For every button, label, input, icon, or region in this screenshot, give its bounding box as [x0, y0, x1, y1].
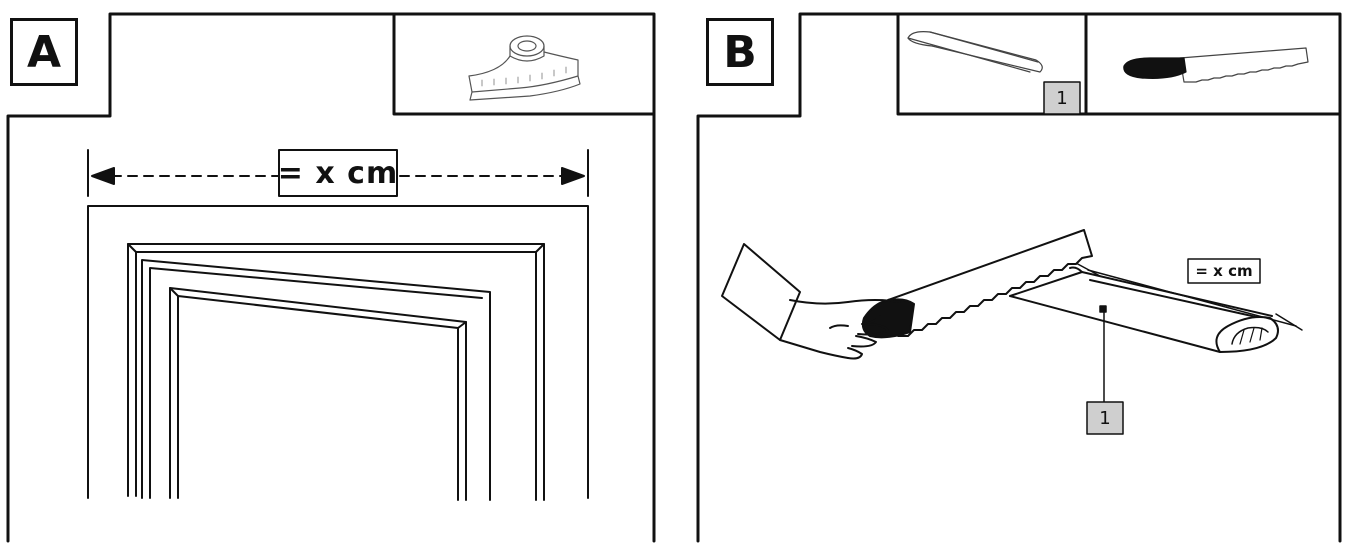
dimension-arrow-b — [1073, 258, 1303, 331]
main-part-tag — [1086, 401, 1124, 435]
inset-part-tag — [1043, 81, 1081, 115]
inset-part-number: 1 — [1056, 87, 1068, 109]
dimension-label-a: = x cm — [277, 155, 399, 191]
panel-b-frame — [696, 12, 1342, 543]
panel-b-label: B — [706, 18, 774, 86]
door-frame — [87, 205, 589, 501]
part-callout — [1099, 305, 1107, 403]
saw-main — [861, 229, 1093, 339]
panel-b-inset-frame — [896, 12, 1342, 116]
saw-icon — [1123, 47, 1309, 83]
dimension-label-b: = x cm — [1195, 262, 1253, 280]
panel-a — [6, 12, 656, 543]
part-number: 1 — [1099, 407, 1111, 429]
panel-b — [696, 12, 1342, 543]
panel-a-frame — [6, 12, 656, 543]
cable-channel-icon — [907, 31, 1043, 73]
dimension-arrow-a — [87, 149, 589, 197]
hand-icon — [721, 243, 901, 360]
measuring-tape-icon — [468, 35, 581, 101]
cable-channel — [1009, 266, 1279, 353]
panel-a-inset-frame — [392, 12, 656, 116]
panel-a-label: A — [10, 18, 78, 86]
